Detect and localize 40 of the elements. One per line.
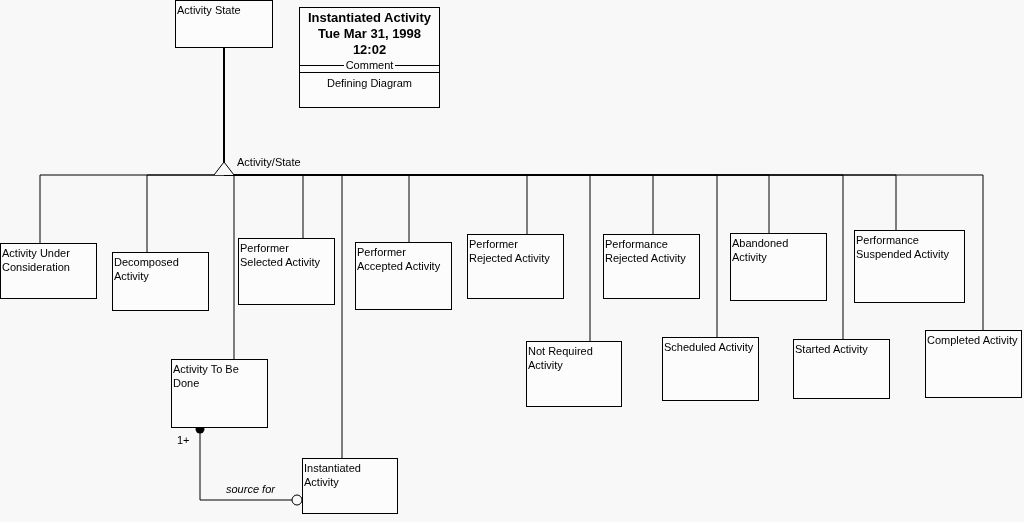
- class-name: Decomposed Activity: [114, 255, 180, 283]
- class-box: [238, 238, 335, 305]
- class-name: Scheduled Activity: [664, 340, 755, 354]
- class-box: [355, 242, 452, 310]
- class-name: Performer Rejected Activity: [469, 237, 551, 265]
- section-heading: Comment: [344, 58, 395, 72]
- class-name: Performance Rejected Activity: [605, 237, 687, 265]
- class-box: [603, 234, 700, 299]
- class-box: [854, 230, 965, 303]
- class-box: [526, 341, 622, 407]
- class-name: Activity Under Consideration: [2, 246, 71, 274]
- class-box: [302, 458, 398, 514]
- class-box: [175, 0, 273, 48]
- class-box: [0, 243, 97, 299]
- generalization-triangle: [213, 161, 235, 176]
- class-box: [171, 359, 268, 428]
- class-box: [112, 252, 209, 311]
- class-box: [793, 339, 890, 399]
- class-name: Not Required Activity: [528, 344, 594, 372]
- class-box: [925, 330, 1022, 398]
- class-box: [662, 337, 759, 401]
- class-name: Performance Suspended Activity: [856, 233, 950, 261]
- class-name: Started Activity: [795, 342, 869, 356]
- class-name: Abandoned Activity: [732, 236, 790, 264]
- class-name: Activity State: [177, 3, 242, 17]
- class-name: Instantiated Activity: [304, 461, 362, 489]
- class-name: Completed Activity: [927, 333, 1019, 347]
- class-box: [730, 233, 827, 301]
- block-heading: Instantiated Activity: [306, 10, 432, 26]
- class-box: [467, 234, 564, 299]
- block-heading: 12:02: [351, 42, 388, 58]
- title-block: [299, 7, 440, 108]
- block-heading: Tue Mar 31, 1998: [316, 26, 423, 42]
- discriminator-label: Activity/State: [237, 156, 301, 169]
- class-name: Performer Selected Activity: [240, 241, 322, 269]
- comment-text: Defining Diagram: [300, 72, 439, 90]
- multiplicity-label: 1+: [177, 434, 190, 447]
- class-name: Activity To Be Done: [173, 362, 240, 390]
- class-name: Performer Accepted Activity: [357, 245, 442, 273]
- edge-label: source for: [226, 483, 275, 496]
